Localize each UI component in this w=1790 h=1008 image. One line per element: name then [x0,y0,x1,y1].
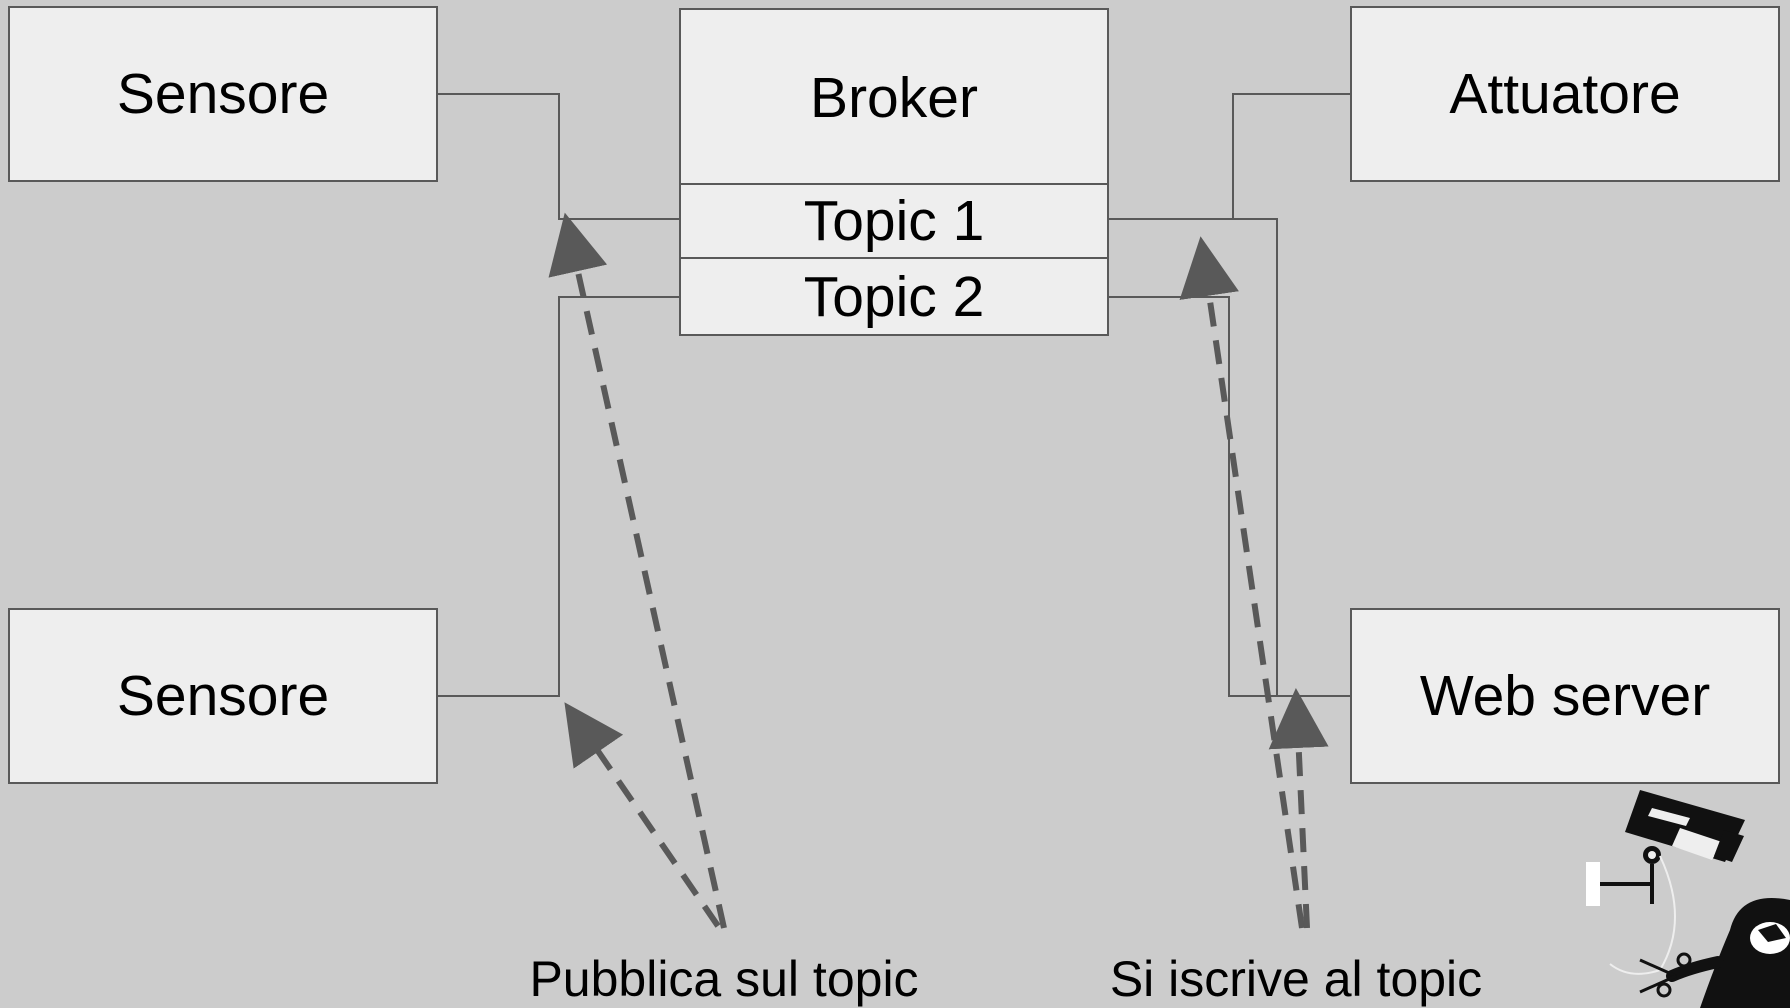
sensor-label: Sensore [116,664,330,728]
sensor-box-top: Sensore [8,6,438,182]
broker-label: Broker [810,65,978,130]
actuator-label: Attuatore [1449,62,1681,126]
dashed-arrow-publish-topic-2 [564,702,721,928]
security-camera-icon [1586,790,1745,975]
topic-1-label: Topic 1 [803,189,985,253]
connector-sensor-bottom-to-topic-2 [437,296,680,697]
web-server-box: Web server [1350,608,1780,784]
web-server-label: Web server [1419,664,1711,728]
topic-2-label: Topic 2 [803,264,985,329]
connector-topic-2-to-web-server [1108,296,1351,697]
topic-2-box: Topic 2 [679,257,1109,336]
publish-caption: Pubblica sul topic [529,951,919,1007]
connector-sensor-top-to-topic-1 [437,93,680,220]
dashed-arrow-subscribe-topic-1 [1179,236,1305,929]
connector-topic-1-to-actuator [1108,93,1351,220]
subscribe-caption: Si iscrive al topic [1109,951,1483,1007]
broker-box: Broker [679,8,1109,185]
dashed-arrow-subscribe-web-server [1268,688,1329,929]
sensor-box-bottom: Sensore [8,608,438,784]
dashed-arrow-publish-topic-1 [548,212,727,929]
penguin-mascot-icon [1639,898,1790,1008]
actuator-box: Attuatore [1350,6,1780,182]
sensor-label: Sensore [116,62,330,126]
topic-1-box: Topic 1 [679,183,1109,259]
